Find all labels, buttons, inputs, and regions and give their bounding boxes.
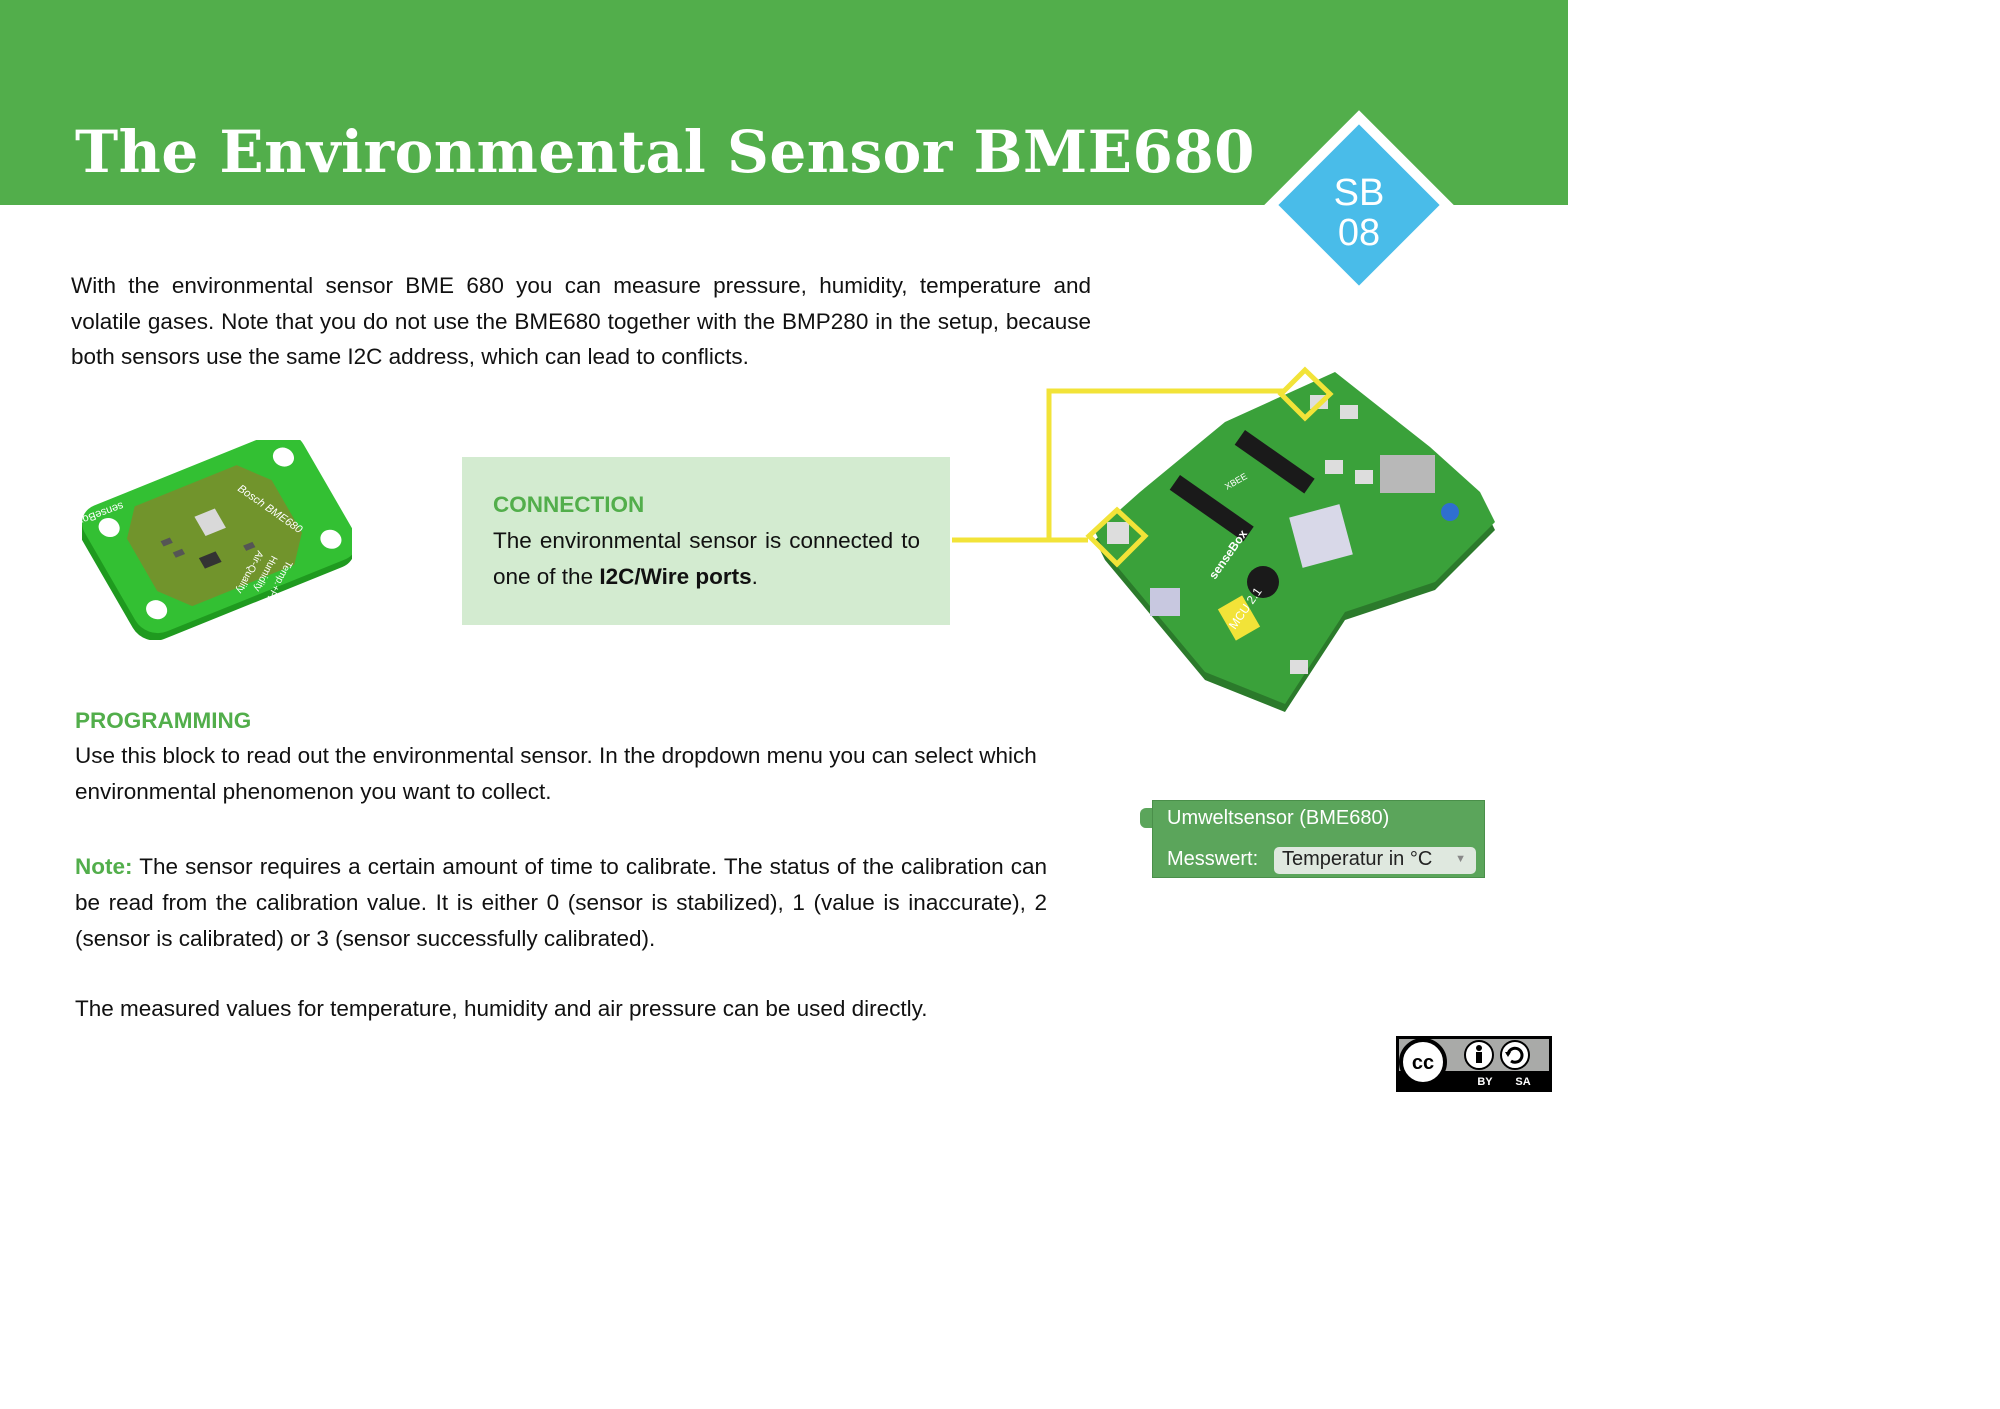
bme680-sensor-board-image: Bosch BME680 senseBox Temp.+Pressure Hum… <box>82 440 352 640</box>
sheet-badge: SB 08 <box>1264 110 1454 300</box>
connection-text: The environmental sensor is connected to… <box>493 523 920 595</box>
license-labels: BY SA <box>1466 1076 1546 1088</box>
connection-box: CONNECTION The environmental sensor is c… <box>462 457 950 625</box>
license-by-label: BY <box>1477 1076 1493 1088</box>
note-text: The sensor requires a certain amount of … <box>75 854 1047 951</box>
programming-text: Use this block to read out the environme… <box>75 743 1037 804</box>
connection-text-end: . <box>751 564 758 589</box>
note-label: Note: <box>75 854 133 879</box>
badge-line1: SB <box>1333 172 1385 214</box>
connection-text-start: The environmental sensor is connected to… <box>493 528 920 589</box>
badge-text: SB 08 <box>1264 173 1454 253</box>
measurement-dropdown[interactable]: Temperatur in °C ▼ <box>1274 847 1476 874</box>
blockly-bme680-block[interactable]: Umweltsensor (BME680) Messwert: Temperat… <box>1140 800 1486 880</box>
block-field-label: Messwert: <box>1167 848 1259 870</box>
note-paragraph: Note: The sensor requires a certain amou… <box>75 849 1047 957</box>
sensebox-mcu-board-image: senseBox MCU 2.1 XBEE <box>1085 366 1495 712</box>
block-body: Umweltsensor (BME680) Messwert: Temperat… <box>1152 800 1485 878</box>
license-icons: cc <box>1399 1038 1530 1086</box>
dropdown-arrow-icon: ▼ <box>1455 853 1466 865</box>
final-paragraph: The measured values for temperature, hum… <box>75 996 928 1021</box>
page-title: The Environmental Sensor BME680 <box>75 118 1256 186</box>
license-sa-label: SA <box>1515 1076 1531 1088</box>
connection-port-name: I2C/Wire ports <box>599 564 752 589</box>
intro-paragraph: With the environmental sensor BME 680 yo… <box>71 273 1091 369</box>
block-connector-notch <box>1140 808 1154 828</box>
programming-heading: PROGRAMMING <box>75 708 252 733</box>
block-title: Umweltsensor (BME680) <box>1167 807 1390 829</box>
cc-icon-text: cc <box>1412 1052 1434 1074</box>
cc-by-sa-license-badge: cc BY SA <box>1396 1036 1552 1092</box>
share-alike-icon <box>1500 1040 1530 1070</box>
measurement-dropdown-value: Temperatur in °C <box>1282 848 1433 870</box>
badge-line2: 08 <box>1337 212 1381 254</box>
cc-icon <box>1399 1038 1447 1086</box>
connection-heading: CONNECTION <box>493 492 645 517</box>
